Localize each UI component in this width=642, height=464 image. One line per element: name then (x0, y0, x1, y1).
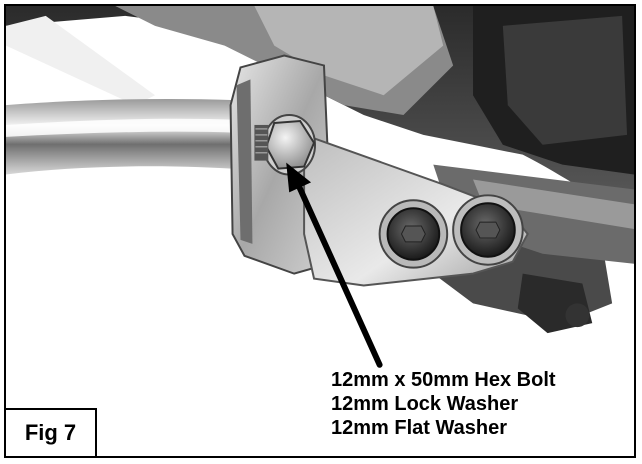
figure-frame (4, 4, 636, 458)
callout-line-lock-washer: 12mm Lock Washer (331, 393, 519, 415)
bracket-photo (6, 6, 634, 456)
fastener-callout: 12mm x 50mm Hex Bolt 12mm Lock Washer 12… (331, 368, 631, 440)
callout-line-flat-washer: 12mm Flat Washer (331, 417, 507, 439)
callout-line-hex-bolt: 12mm x 50mm Hex Bolt (331, 369, 556, 391)
figure-label: Fig 7 (4, 408, 97, 458)
